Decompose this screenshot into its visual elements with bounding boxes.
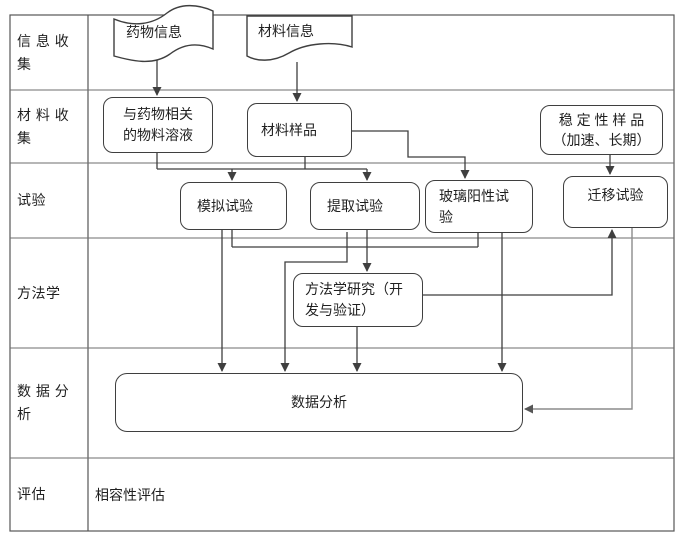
node-simulation-test: 模拟试验 <box>180 182 287 230</box>
node-glass-positive-test: 玻璃阳性试 验 <box>425 180 533 233</box>
table-border <box>9 14 675 532</box>
drug-info-shape <box>113 4 214 63</box>
node-drug-solution: 与药物相关 的物料溶液 <box>103 97 213 153</box>
row-label-data-analysis: 数 据 分 析 <box>17 383 70 422</box>
table-grid <box>9 14 675 532</box>
drug-info-label: 药物信息 <box>126 24 182 40</box>
row-label-info-collection: 信 息 收 集 <box>17 32 70 72</box>
node-material-sample: 材料样品 <box>247 103 352 157</box>
node-methodology-study: 方法学研究（开 发与验证） <box>293 273 423 327</box>
row-label-test: 试验 <box>17 192 46 208</box>
arrow-migration-to-analysis <box>524 228 633 414</box>
material-info-shape <box>246 15 353 61</box>
compatibility-evaluation-label: 相容性评估 <box>95 486 165 503</box>
row-label-evaluation: 评估 <box>17 486 46 502</box>
node-stability-sample: 稳 定 性 样 品 （加速、长期） <box>540 105 663 155</box>
node-migration-test: 迁移试验 <box>563 176 668 228</box>
row-label-methodology: 方法学 <box>17 284 61 301</box>
row-label-material-collection: 材 料 收 集 <box>17 106 70 146</box>
material-info-label: 材料信息 <box>258 23 314 39</box>
table-row-dividers <box>10 89 674 459</box>
node-data-analysis: 数据分析 <box>115 373 523 432</box>
arrow-extraction-to-analysis <box>280 232 348 372</box>
step-sample-to-glass <box>352 130 470 179</box>
arrow-methodology-to-migration <box>423 229 617 296</box>
node-extraction-test: 提取试验 <box>310 182 420 230</box>
